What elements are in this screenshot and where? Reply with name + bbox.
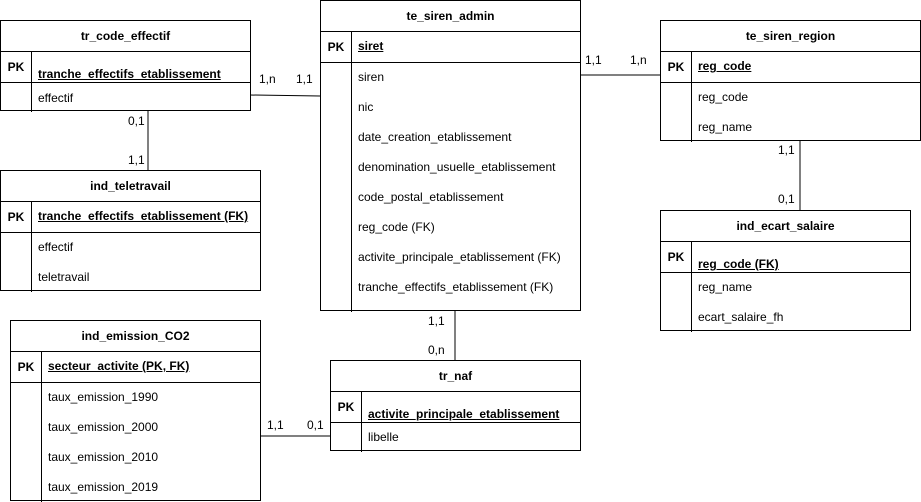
- attribute: reg_name: [698, 280, 753, 294]
- cardinality-label: 0,1: [128, 114, 145, 128]
- entity-ind-teletravail[interactable]: ind_teletravail PK tranche_effectifs_eta…: [0, 170, 261, 292]
- pk-row: PK reg_code: [661, 52, 920, 83]
- attribute: reg_code: [698, 90, 749, 104]
- pk-field: activite_principale_etablissement: [368, 407, 560, 421]
- pk-label: PK: [661, 52, 692, 82]
- attribute: nic: [358, 100, 374, 114]
- link-code-admin: [249, 94, 321, 97]
- cardinality-label: 1,n: [630, 53, 647, 67]
- pk-label: PK: [1, 52, 32, 82]
- entity-title: ind_teletravail: [1, 171, 260, 202]
- entity-ind-ecart-salaire[interactable]: ind_ecart_salaire PK reg_code (FK) reg_n…: [660, 210, 911, 332]
- entity-title: te_siren_region: [661, 21, 920, 52]
- cardinality-label: 1,1: [128, 153, 145, 167]
- pk-field: siret: [358, 39, 384, 53]
- entity-title: te_siren_admin: [321, 1, 580, 32]
- entity-tr-code-effectif[interactable]: tr_code_effectif PK tranche_effectifs_et…: [0, 20, 251, 112]
- cardinality-label: 1,1: [428, 314, 445, 328]
- entity-te-siren-admin[interactable]: te_siren_admin PK siret siren nic date_c…: [320, 0, 581, 312]
- attribute-list: effectif teletravail: [1, 233, 260, 292]
- pk-field: reg_code: [698, 59, 752, 73]
- pk-row: PK siret: [321, 32, 580, 63]
- entity-title: tr_naf: [331, 361, 580, 392]
- attribute: taux_emission_1990: [48, 390, 159, 404]
- cardinality-label: 1,1: [585, 53, 602, 67]
- attribute-list: reg_code reg_name: [661, 83, 920, 142]
- attribute-list: siren nic date_creation_etablissement de…: [321, 63, 580, 312]
- attribute: taux_emission_2010: [48, 450, 159, 464]
- pk-label: PK: [661, 242, 692, 272]
- cardinality-label: 1,1: [296, 72, 313, 86]
- attribute: taux_emission_2019: [48, 480, 159, 494]
- attribute: date_creation_etablissement: [358, 130, 512, 144]
- pk-row: PK reg_code (FK): [661, 242, 910, 273]
- entity-ind-emission-co2[interactable]: ind_emission_CO2 PK secteur_activite (PK…: [10, 320, 261, 502]
- attribute: effectif: [38, 91, 74, 105]
- cardinality-label: 1,n: [259, 72, 276, 86]
- attribute: siren: [358, 70, 385, 84]
- attribute-list: taux_emission_1990 taux_emission_2000 ta…: [11, 383, 260, 502]
- cardinality-label: 0,1: [778, 192, 795, 206]
- entity-title: tr_code_effectif: [1, 21, 250, 52]
- attribute-list: libelle: [331, 423, 580, 452]
- attribute: effectif: [38, 240, 74, 254]
- attribute: denomination_usuelle_etablissement: [358, 160, 556, 174]
- pk-field: tranche_effectifs_etablissement (FK): [38, 209, 249, 223]
- pk-field: tranche_effectifs_etablissement: [38, 67, 221, 81]
- attribute-list: reg_name ecart_salaire_fh: [661, 273, 910, 332]
- attribute: libelle: [368, 430, 399, 444]
- entity-title: ind_emission_CO2: [11, 321, 260, 352]
- attribute: code_postal_etablissement: [358, 190, 504, 204]
- pk-field: reg_code (FK): [698, 257, 779, 271]
- attribute: taux_emission_2000: [48, 420, 159, 434]
- cardinality-label: 1,1: [267, 418, 284, 432]
- pk-field: secteur_activite (PK, FK): [48, 359, 190, 373]
- attribute: reg_name: [698, 120, 753, 134]
- attribute-list: effectif: [1, 83, 250, 112]
- pk-row: PK secteur_activite (PK, FK): [11, 352, 260, 383]
- attribute: reg_code (FK): [358, 220, 435, 234]
- attribute: ecart_salaire_fh: [698, 310, 784, 324]
- attribute: activite_principale_etablissement (FK): [358, 250, 561, 264]
- attribute: tranche_effectifs_etablissement (FK): [358, 280, 554, 294]
- entity-title: ind_ecart_salaire: [661, 211, 910, 242]
- pk-label: PK: [321, 32, 352, 62]
- entity-tr-naf[interactable]: tr_naf PK activite_principale_etablissem…: [330, 360, 581, 452]
- cardinality-label: 1,1: [778, 143, 795, 157]
- cardinality-label: 0,n: [428, 343, 445, 357]
- pk-label: PK: [331, 392, 362, 422]
- pk-label: PK: [11, 352, 42, 382]
- pk-row: PK tranche_effectifs_etablissement: [1, 52, 250, 83]
- cardinality-label: 0,1: [307, 418, 324, 432]
- pk-row: PK tranche_effectifs_etablissement (FK): [1, 202, 260, 233]
- pk-label: PK: [1, 202, 32, 232]
- attribute: teletravail: [38, 270, 90, 284]
- pk-row: PK activite_principale_etablissement: [331, 392, 580, 423]
- entity-te-siren-region[interactable]: te_siren_region PK reg_code reg_code reg…: [660, 20, 921, 142]
